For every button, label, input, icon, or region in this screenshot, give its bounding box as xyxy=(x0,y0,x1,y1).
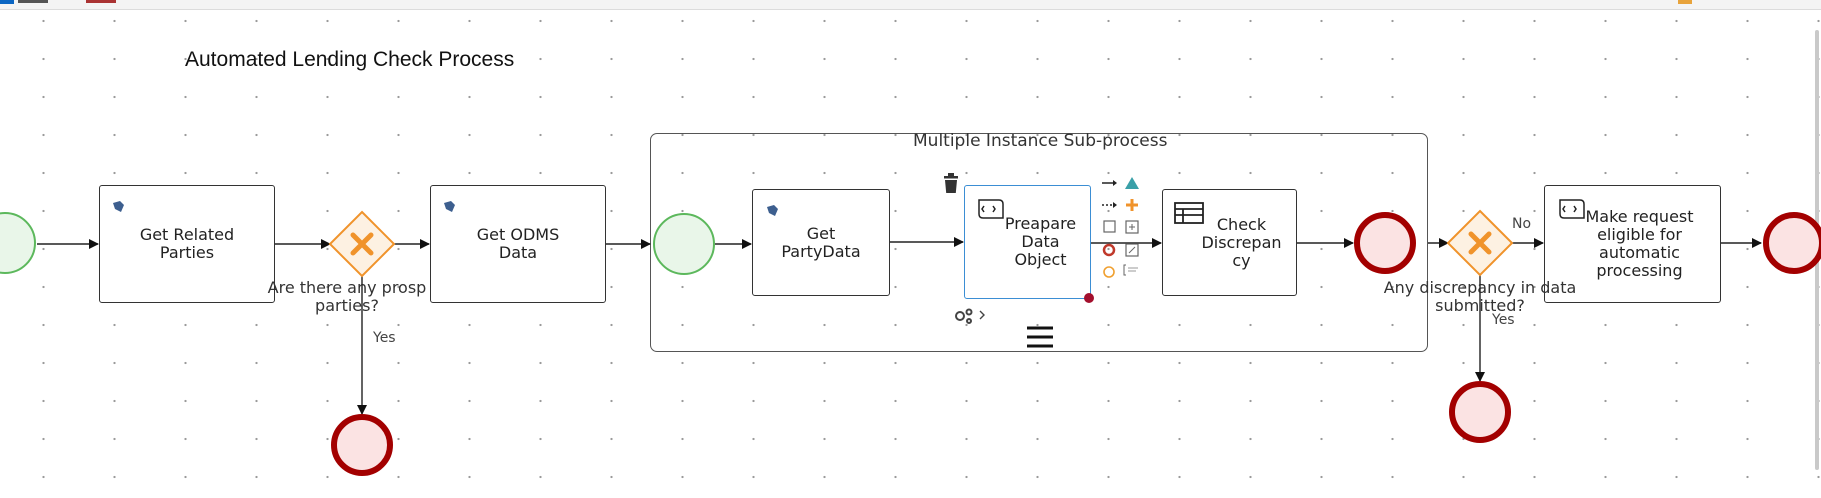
task-label: Make request eligible for automatic proc… xyxy=(1585,207,1694,280)
task-label: Get PartyData xyxy=(781,223,861,261)
business-rule-task-icon xyxy=(1174,202,1204,224)
task-get-party-data[interactable]: Get PartyData xyxy=(752,189,890,296)
gears-icon xyxy=(955,308,985,324)
add-sequence-flow-icon xyxy=(1102,180,1117,186)
sequence-flows xyxy=(37,237,1762,415)
subprocess-start-event xyxy=(653,213,715,275)
task-label: Preapare Data Object xyxy=(1004,214,1077,269)
exclusive-gateway-prospects xyxy=(328,210,396,278)
add-timer-event-icon xyxy=(1103,266,1115,278)
task-make-request-eligible[interactable]: Make request eligible for automatic proc… xyxy=(1544,185,1721,303)
script-task-icon xyxy=(978,199,1585,219)
trash-icon xyxy=(944,173,958,193)
flow-label-yes: Yes xyxy=(373,330,396,346)
start-event xyxy=(0,212,36,274)
toolbar-item[interactable] xyxy=(18,0,48,3)
toolbar-tab-marker[interactable] xyxy=(0,0,14,4)
flow-label-no: No xyxy=(1512,216,1532,232)
task-check-discrepancy[interactable]: Check Discrepan cy xyxy=(1162,189,1297,296)
quick-add-toolbox xyxy=(1102,177,1139,278)
service-task-icon xyxy=(113,201,778,216)
task-get-odms-data[interactable]: Get ODMS Data xyxy=(430,185,606,303)
subprocess-title: Multiple Instance Sub-process xyxy=(913,131,1168,151)
toolbar-item[interactable] xyxy=(86,0,116,3)
top-toolbar-strip xyxy=(0,0,1821,10)
add-association-icon xyxy=(1102,202,1117,208)
end-event-discrepancy xyxy=(1449,381,1511,443)
task-label: Check Discrepan cy xyxy=(1201,214,1282,270)
add-event-triangle-icon xyxy=(1125,177,1139,189)
subprocess-end-event xyxy=(1354,212,1416,274)
add-text-annotation-icon xyxy=(1123,264,1138,276)
add-end-event-icon xyxy=(1102,243,1116,257)
exclusive-gateway-discrepancy xyxy=(1446,209,1514,277)
flow-label-yes: Yes xyxy=(1492,312,1515,328)
task-preapare-data-object[interactable]: Preapare Data Object xyxy=(964,185,1091,299)
selection-resize-handle xyxy=(1084,293,1094,303)
end-event-final xyxy=(1763,212,1821,274)
gateway-label-prospect: Are there any prosp parties? xyxy=(267,278,427,315)
add-gateway-icon xyxy=(1126,199,1138,211)
task-get-related-parties[interactable]: Get Related Parties xyxy=(99,185,275,303)
task-label: Get ODMS Data xyxy=(476,225,560,262)
toolbar-item[interactable] xyxy=(1678,0,1692,4)
add-data-object-icon xyxy=(1125,243,1139,257)
add-subprocess-icon xyxy=(1125,220,1139,234)
add-task-icon xyxy=(1103,220,1116,233)
task-label: Get Related Parties xyxy=(139,225,235,262)
end-event-no-prospects xyxy=(331,414,393,476)
parallel-multi-instance-icon xyxy=(1027,326,1053,348)
process-title: Automated Lending Check Process xyxy=(185,48,515,71)
